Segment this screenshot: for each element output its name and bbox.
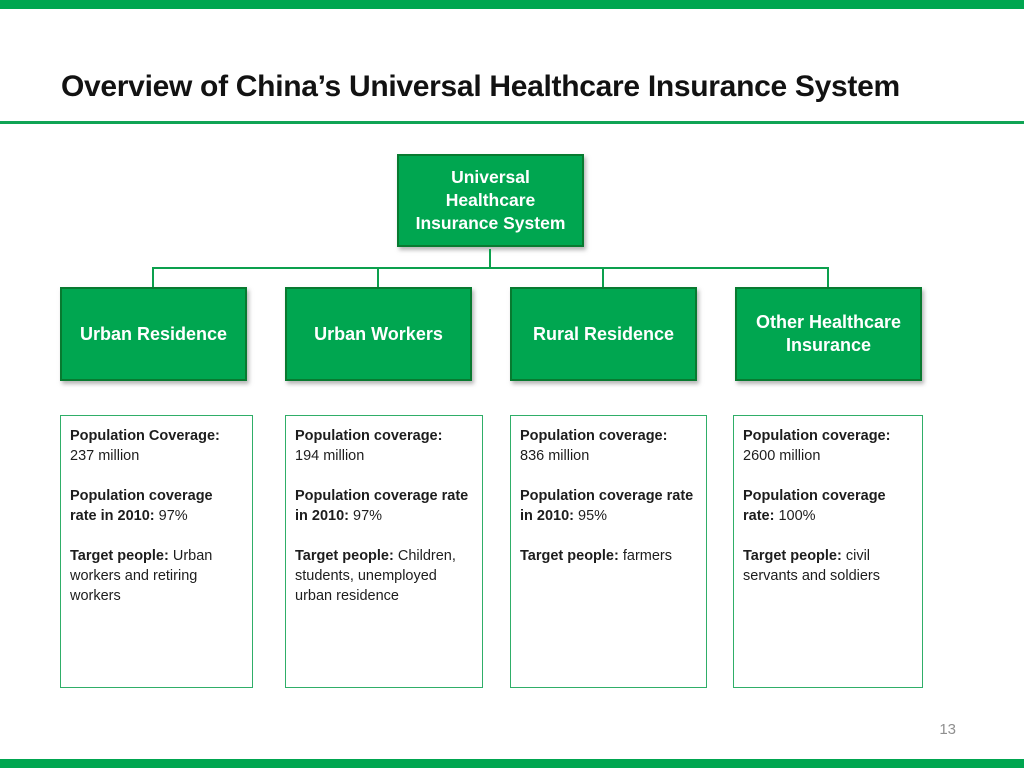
branch-label: Rural Residence [532,323,675,344]
branch-label: Urban Residence [79,323,228,344]
detail-paragraph: Population coverage:2600 million [743,428,891,464]
branch-node-urban-residence: Urban Residence [60,287,247,381]
detail-paragraph: Population coverage rate in 2010: 97% [70,488,213,524]
title-underline [0,121,1024,124]
connector-stem [602,269,604,287]
detail-paragraph: Population coverage rate in 2010: 95% [520,488,694,524]
detail-paragraph: Target people: Children, students, unemp… [295,548,456,604]
branch-node-other-healthcare-insurance: Other Healthcare Insurance [735,287,922,381]
detail-paragraph: Population coverage rate in 2010: 97% [295,488,469,524]
connector-root-stem [489,249,491,267]
connector-stem [152,269,154,287]
detail-paragraph: Population coverage:194 million [295,428,443,464]
detail-paragraph: Target people: Urban workers and retirin… [70,548,213,604]
top-accent-bar [0,0,1024,9]
branch-label: Other Healthcare Insurance [755,312,902,355]
detail-paragraph: Population coverage:836 million [520,428,668,464]
detail-paragraph: Target people: civil servants and soldie… [743,548,881,584]
root-node-line: Insurance System [415,213,566,233]
branch-node-urban-workers: Urban Workers [285,287,472,381]
root-node-line: Healthcare [445,190,536,210]
page-title: Overview of China’s Universal Healthcare… [61,70,900,103]
detail-paragraph: Target people: farmers [520,548,672,564]
connector-horizontal [152,267,829,269]
connector-stem [377,269,379,287]
bottom-accent-bar [0,759,1024,768]
connector-stem [827,269,829,287]
detail-paragraph: Population Coverage:237 million [70,428,220,464]
branch-label: Urban Workers [314,323,443,344]
detail-paragraph: Population coverage rate: 100% [743,488,886,524]
page-number: 13 [939,721,956,738]
root-node-universal-healthcare: Universal Healthcare Insurance System [397,154,584,247]
branch-node-rural-residence: Rural Residence [510,287,697,381]
root-node-line: Universal [451,167,530,187]
